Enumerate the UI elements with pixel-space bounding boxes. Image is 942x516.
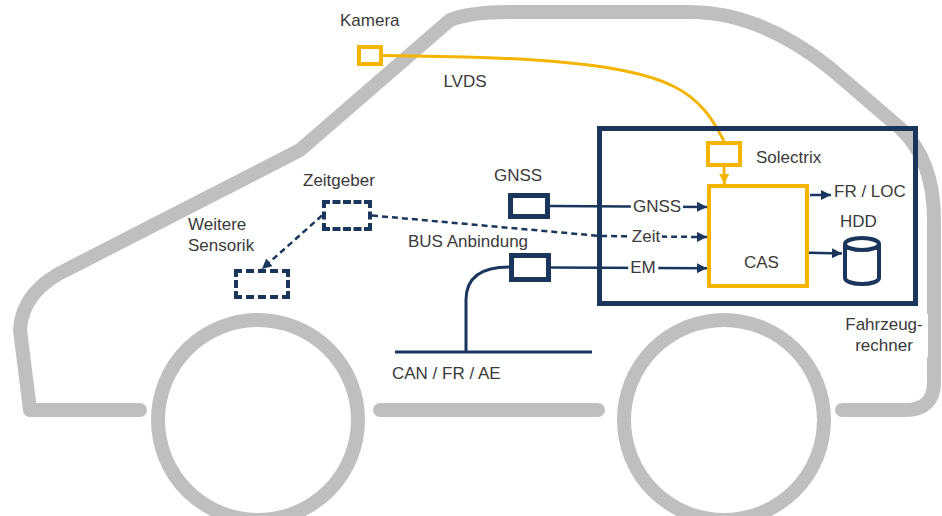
- gnss-box: GNSS: [508, 193, 550, 219]
- camera-box: Kamera: [357, 45, 383, 66]
- bus-name-label: CAN / FR / AE: [392, 363, 501, 384]
- front-wheel: [158, 320, 358, 516]
- connector: [262, 216, 322, 270]
- output-label: FR / LOC: [834, 181, 906, 202]
- node-label: Kamera: [340, 10, 400, 31]
- cylinder-path: [845, 238, 879, 284]
- connector: [809, 251, 842, 254]
- node-label: Weitere Sensorik: [188, 214, 272, 257]
- bus-box: BUS Anbindung: [509, 253, 551, 282]
- edge-label: EM: [628, 257, 658, 278]
- car-front-bottom: [30, 403, 140, 417]
- node-label: Fahrzeug- rechner: [840, 314, 928, 357]
- solectrix-box: Solectrix: [706, 141, 742, 167]
- connector: [550, 205, 707, 208]
- edge-label: LVDS: [441, 71, 488, 92]
- node-label: Zeitgeber: [303, 170, 375, 191]
- node-label: Solectrix: [756, 147, 821, 168]
- cas-box: CAS: [707, 184, 809, 288]
- node-label: HDD: [840, 211, 877, 232]
- sensor-box: Weitere Sensorik: [234, 269, 290, 299]
- output-arrow: [810, 194, 831, 197]
- edge-label: Zeit: [630, 226, 662, 247]
- node-label: BUS Anbindung: [408, 231, 528, 252]
- edge-label: GNSS: [631, 196, 683, 217]
- node-label: CAS: [744, 252, 779, 273]
- car-sill: [380, 403, 598, 417]
- cylinder-outline: [842, 236, 882, 286]
- bus-stub-wire: [466, 267, 509, 352]
- timer-box: Zeitgeber: [322, 200, 372, 231]
- node-label: GNSS: [494, 165, 542, 186]
- bus-line: [395, 351, 592, 354]
- connector: [723, 167, 726, 184]
- rear-wheel: [624, 320, 824, 516]
- hdd-cylinder: HDD: [842, 236, 882, 286]
